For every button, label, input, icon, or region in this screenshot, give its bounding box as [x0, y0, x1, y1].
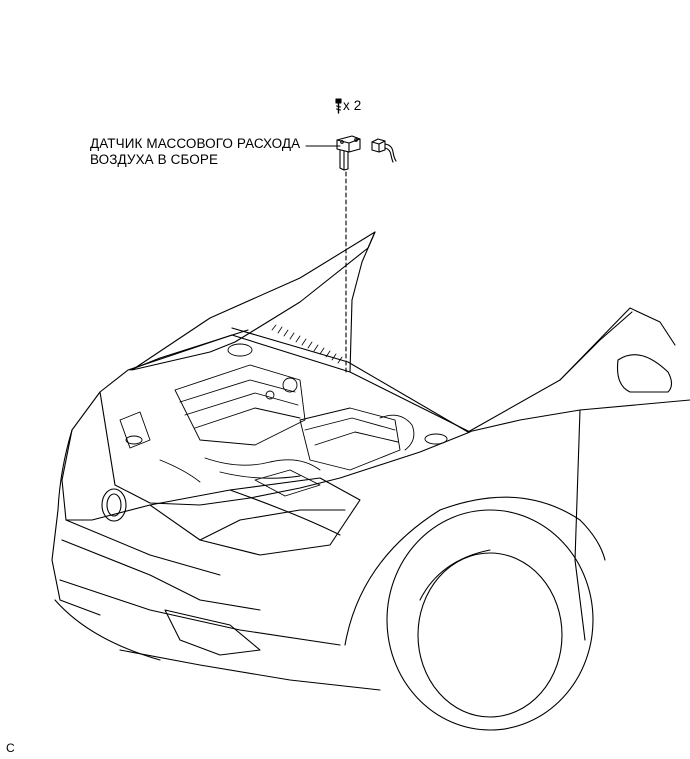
emblem	[101, 488, 127, 522]
part-label-line-2: ВОЗДУХА В СБОРЕ	[90, 152, 219, 167]
front-tire	[386, 509, 594, 731]
bolt-icon	[335, 98, 342, 114]
figure-code: C	[6, 741, 15, 755]
bolt-quantity-label: x 2	[343, 98, 362, 113]
mass-air-flow-sensor-icon	[336, 135, 361, 171]
car-front-hood-open-icon	[51, 231, 690, 731]
part-label-line-1: ДАТЧИК МАССОВОГО РАСХОДА	[90, 136, 301, 151]
electrical-connector-icon	[371, 138, 397, 163]
